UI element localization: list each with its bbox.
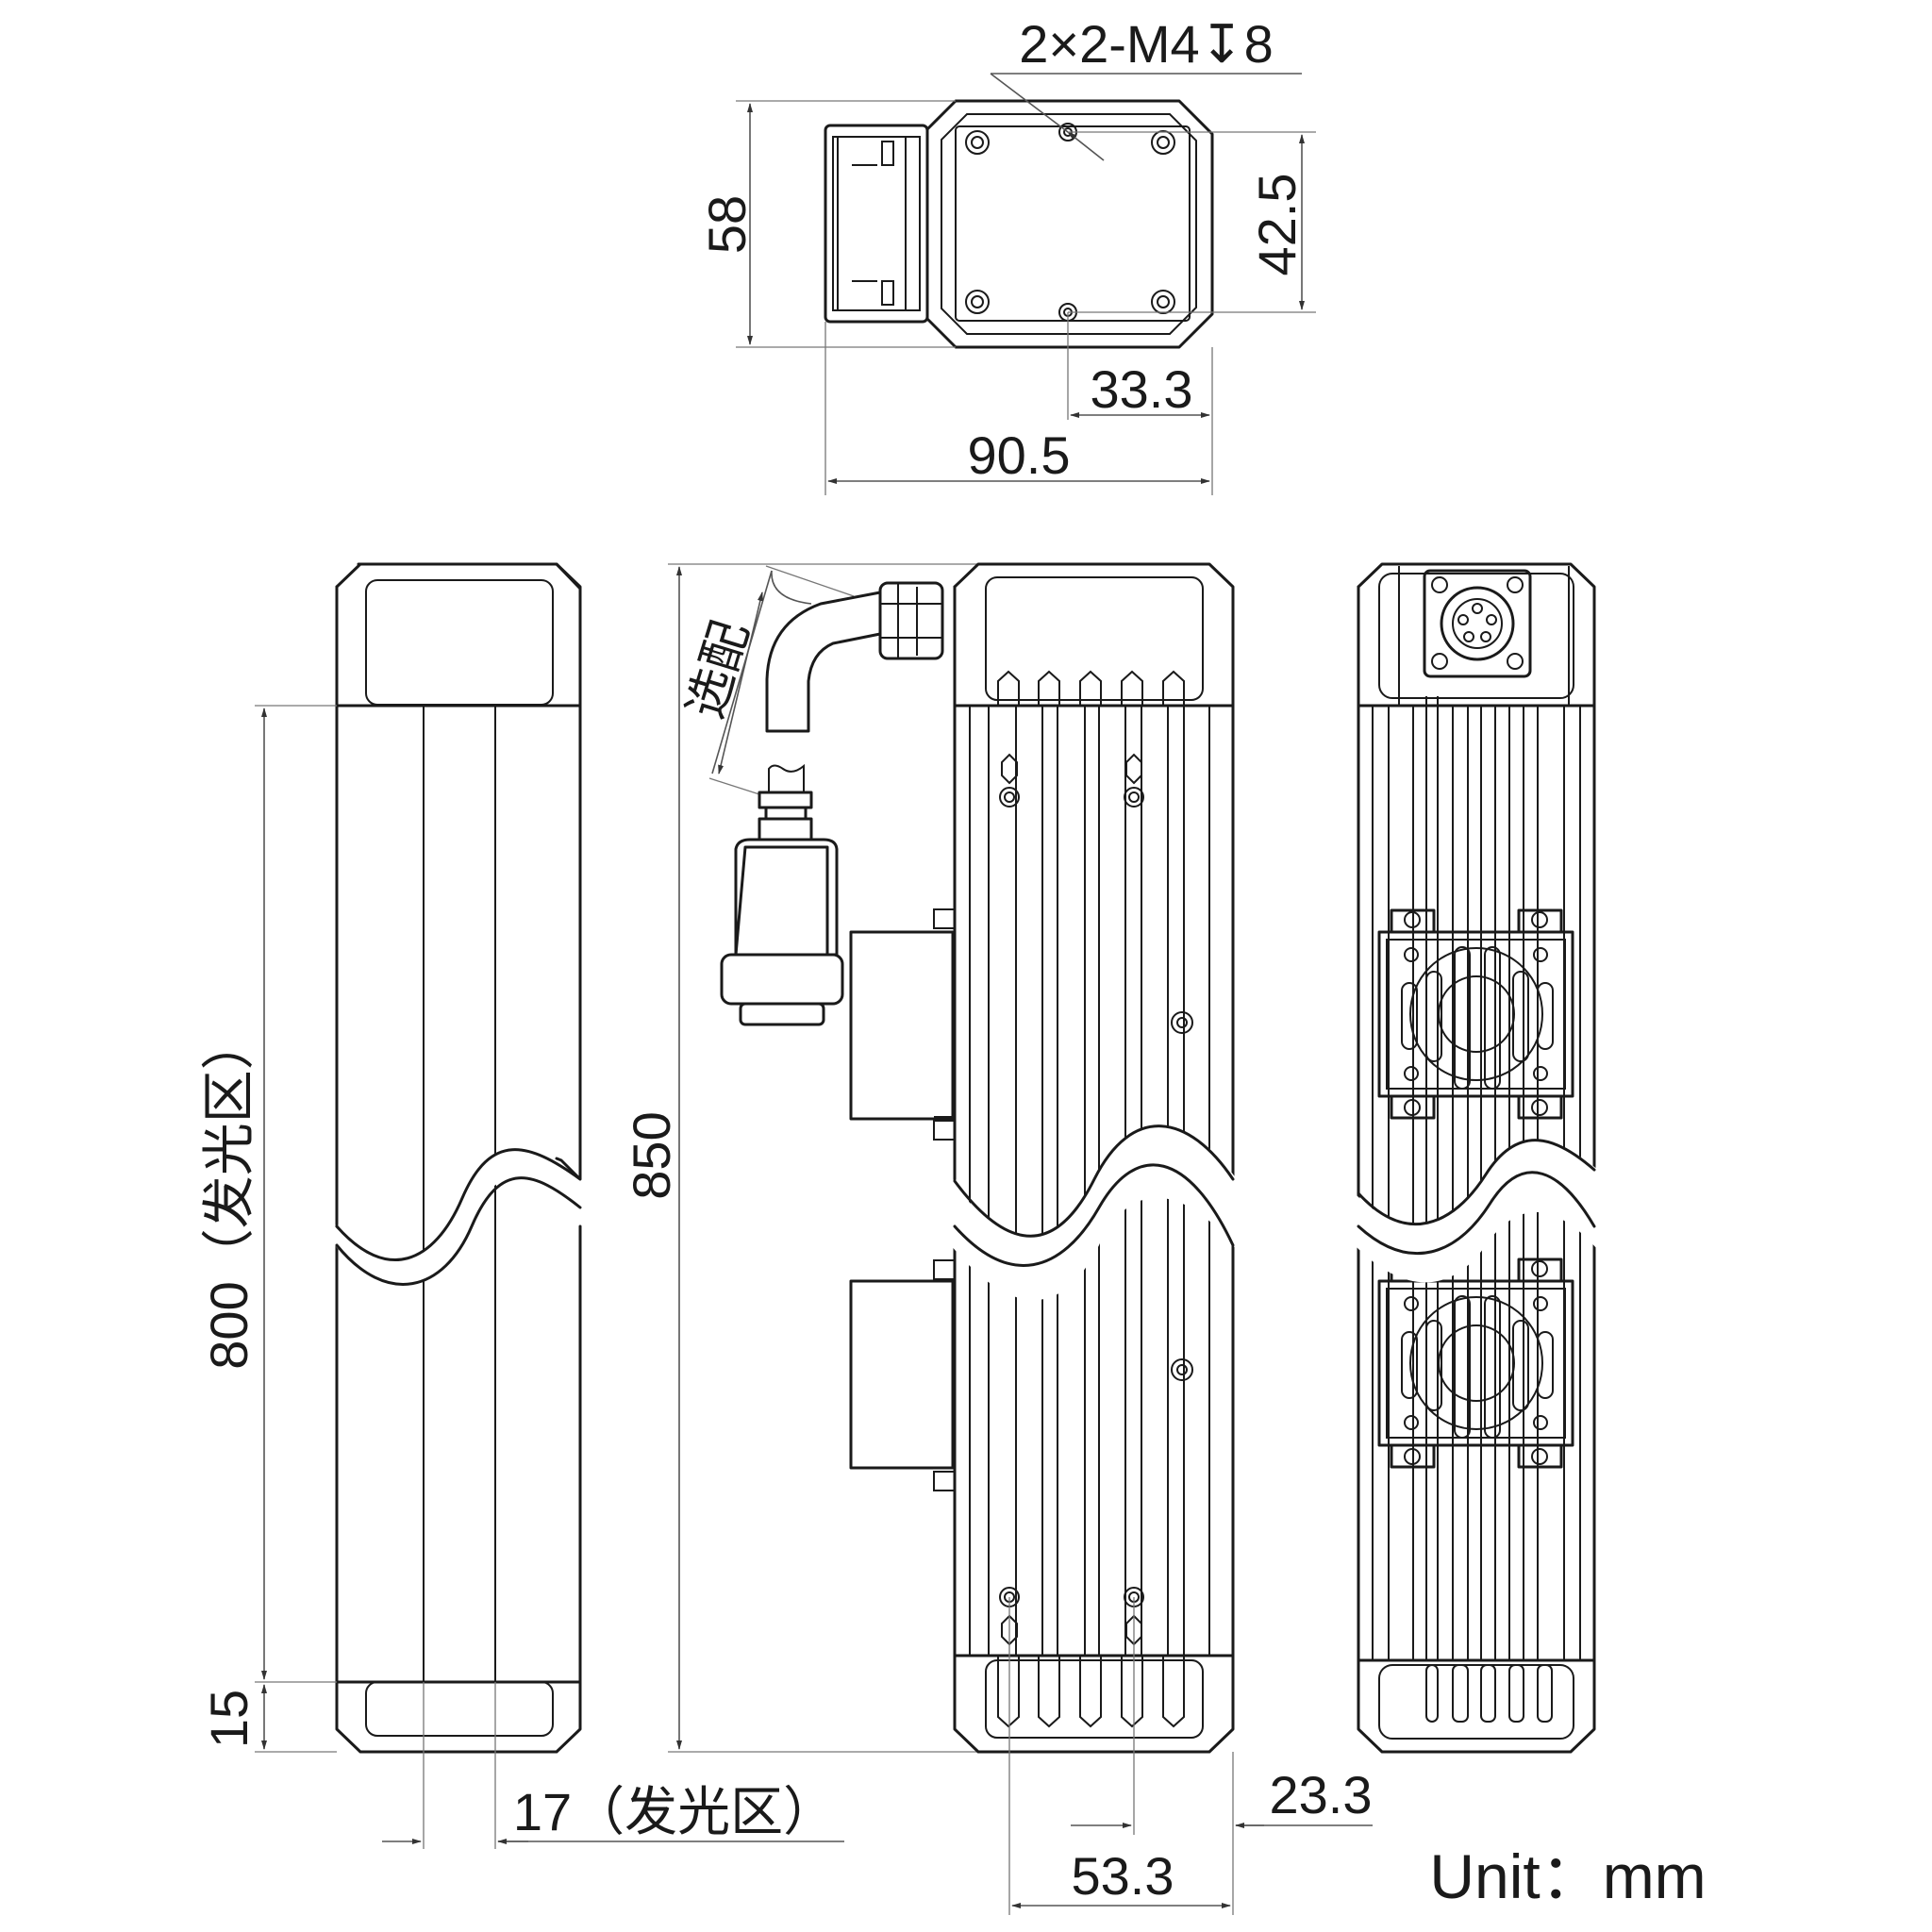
hole-offset-label: 33.3 <box>1091 359 1193 419</box>
back-view <box>1355 562 1598 1754</box>
optional-cable-label: 选配 <box>678 615 759 724</box>
emitting-length-label: 800（发光区） <box>199 1017 258 1369</box>
overall-length-label: 850 <box>622 1111 681 1199</box>
end-view-screw-holes <box>965 123 1175 322</box>
fin-tips-bottom <box>997 1656 1185 1728</box>
back-fin-slots <box>1425 1664 1553 1723</box>
dim-23-3-label: 23.3 <box>1270 1765 1373 1824</box>
fin-tips-top <box>997 670 1185 706</box>
optional-cable: 选配 <box>678 565 944 1026</box>
end-view: 2×2-M4↧8 58 42.5 33.3 90.5 <box>697 14 1316 495</box>
front-view: 800（发光区） 15 17（发光区） <box>199 562 844 1849</box>
fan-unit-1 <box>1377 908 1574 1120</box>
end-view-dimensions <box>736 73 1316 495</box>
circular-connector <box>1423 569 1532 678</box>
hole-pitch-label: 42.5 <box>1247 174 1307 276</box>
side-view: 850 选配 <box>622 562 1373 1915</box>
side-mount-brackets <box>849 908 956 1491</box>
end-view-connector-box <box>824 124 929 324</box>
hole-callout-label: 2×2-M4↧8 <box>1019 14 1274 74</box>
end-width-label: 90.5 <box>968 425 1071 485</box>
end-height-label: 58 <box>697 195 757 254</box>
dim-53-3-label: 53.3 <box>1072 1846 1174 1906</box>
unit-label: Unit：mm <box>1429 1841 1706 1911</box>
end-margin-label: 15 <box>199 1690 258 1748</box>
end-view-body <box>925 99 1214 349</box>
emitting-width-label: 17（发光区） <box>513 1782 836 1841</box>
fan-unit-2 <box>1377 1257 1574 1469</box>
